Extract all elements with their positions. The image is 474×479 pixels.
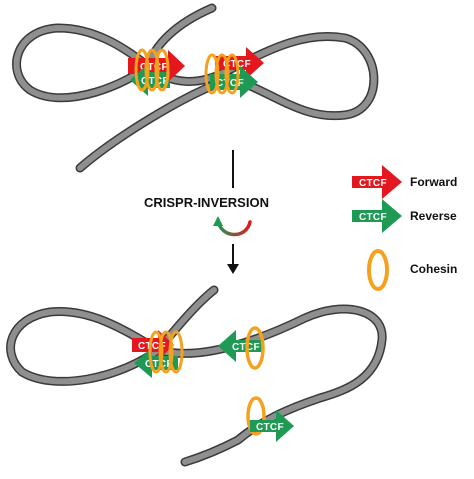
ctcf-label: CTCF (140, 62, 168, 73)
top-chromatin: CTCF CTCF CTCF CTCF (12, 3, 379, 173)
bottom-chromatin: CTCF CTCF CTCF CTCF (6, 285, 387, 467)
ctcf-forward-motif: CTCF (210, 66, 258, 98)
top-anchor-left: CTCF CTCF (128, 48, 185, 96)
cohesin-ring (134, 48, 150, 92)
ctcf-reverse-motif: CTCF (134, 348, 178, 378)
legend-forward-arrow (352, 165, 402, 199)
process-arrow: CRISPR-INVERSION (144, 150, 269, 274)
ctcf-label: CTCF (145, 359, 173, 370)
cohesin-ring (154, 48, 170, 92)
ctcf-label: CTCF (216, 78, 244, 89)
ctcf-forward-motif: CTCF (250, 410, 294, 442)
legend: CTCF Forward CTCF Reverse Cohesin (352, 165, 457, 291)
inversion-arrow-icon (216, 218, 252, 237)
cohesin-ring (245, 326, 265, 370)
cohesin-ring (246, 396, 266, 436)
ctcf-label: CTCF (256, 422, 284, 433)
cohesin-ring (148, 330, 164, 374)
cohesin-ring (158, 330, 174, 374)
legend-forward: CTCF Forward (352, 165, 457, 199)
legend-cohesin-label: Cohesin (410, 262, 457, 276)
legend-reverse-arrow (352, 199, 402, 233)
ctcf-forward-motif: CTCF (132, 330, 174, 360)
top-chromatin-fiber-core (13, 5, 377, 171)
ctcf-label: CTCF (138, 341, 166, 352)
cohesin-ring (168, 330, 184, 374)
top-chromatin-fiber (12, 3, 379, 173)
legend-cohesin: Cohesin (367, 249, 457, 291)
legend-forward-label: Forward (410, 175, 457, 189)
cohesin-ring (204, 53, 220, 95)
bottom-chromatin-fiber (6, 285, 387, 467)
legend-reverse: CTCF Reverse (352, 199, 457, 233)
bottom-chromatin-fiber-core (7, 287, 386, 465)
cohesin-ring (224, 53, 240, 95)
bottom-anchor-left: CTCF CTCF (132, 330, 184, 378)
legend-cohesin-ring (367, 249, 389, 291)
legend-reverse-label: Reverse (410, 209, 457, 223)
legend-forward-arrow-text: CTCF (359, 178, 387, 189)
top-anchor-right: CTCF CTCF (204, 47, 264, 98)
legend-reverse-arrow-text: CTCF (359, 212, 387, 223)
process-arrowhead (227, 264, 239, 274)
cohesin-ring (144, 48, 160, 92)
cohesin-ring (214, 53, 230, 95)
bottom-anchor-inverted: CTCF (218, 326, 265, 370)
bottom-anchor-lower: CTCF (246, 396, 294, 442)
inversion-arrowhead (213, 216, 223, 226)
process-label: CRISPR-INVERSION (144, 195, 269, 210)
ctcf-label: CTCF (141, 76, 169, 87)
